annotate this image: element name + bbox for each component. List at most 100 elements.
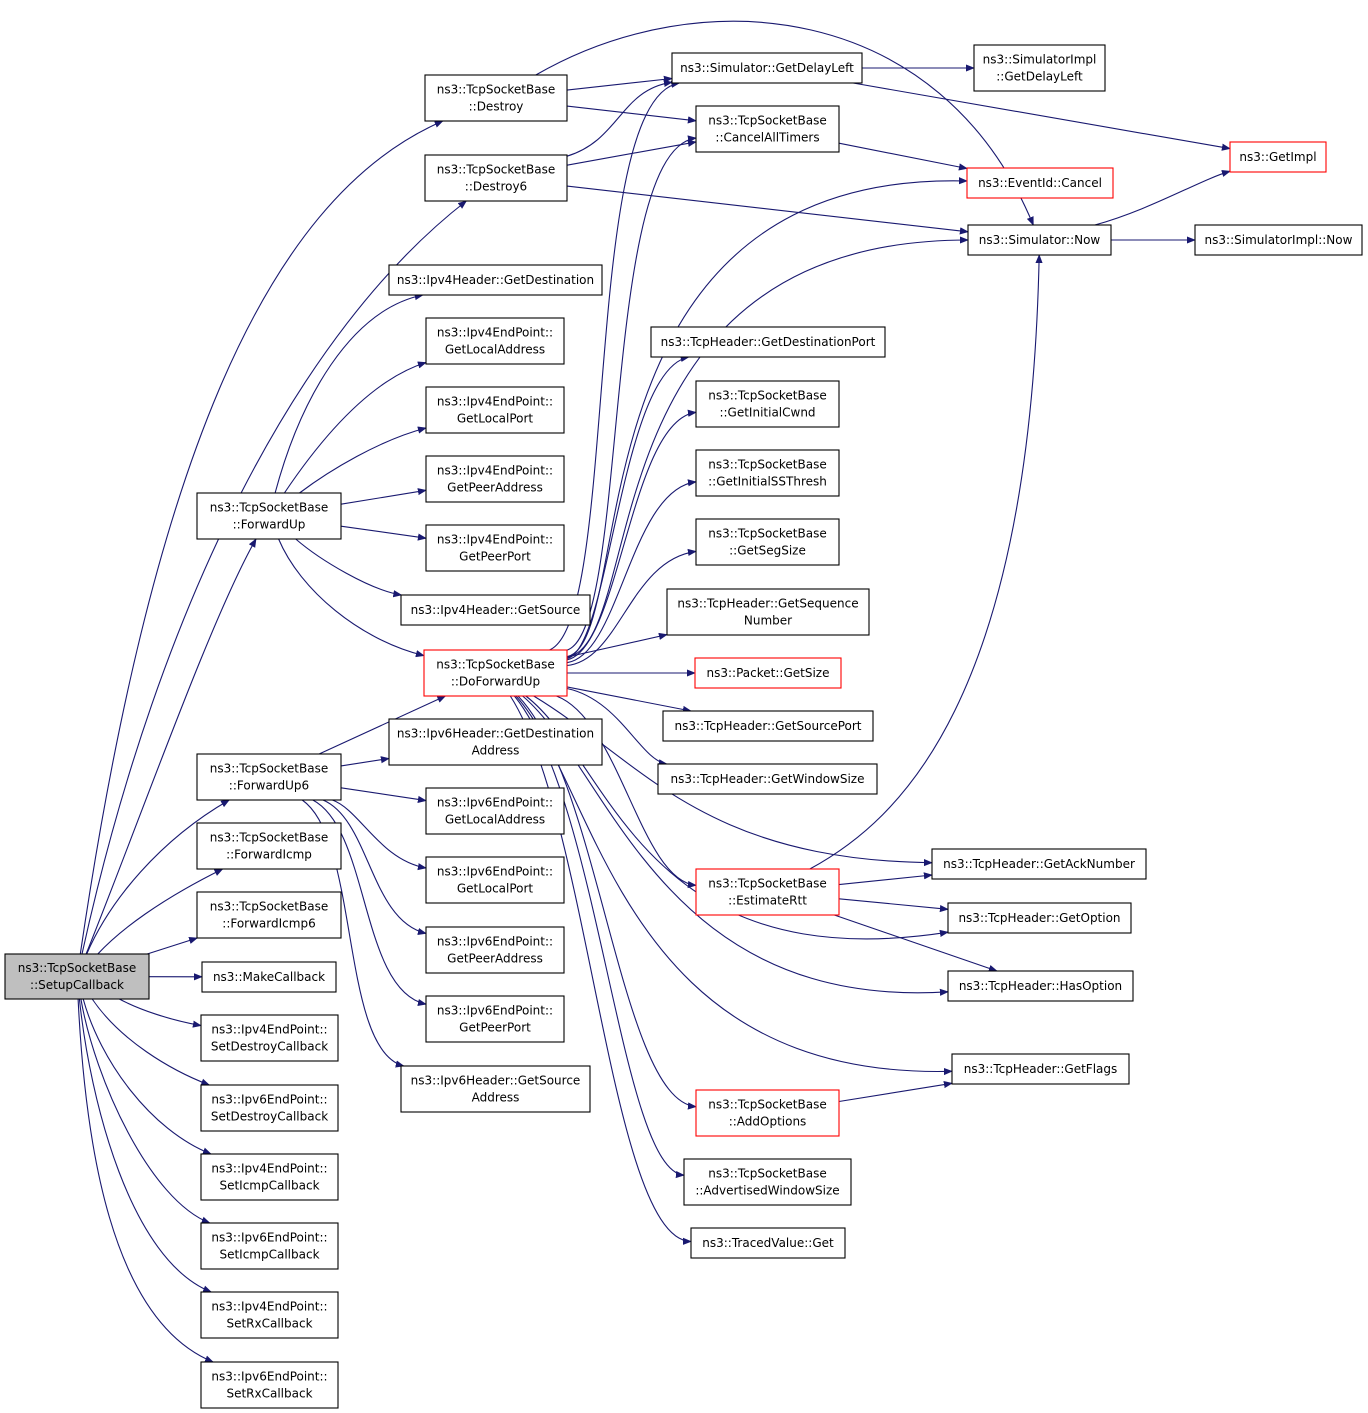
- node-box: [695, 105, 840, 153]
- node-ipv4ep-getpeeraddr[interactable]: ns3::Ipv4EndPoint::GetPeerAddress: [425, 455, 565, 503]
- node-ipv4ep-setrx[interactable]: ns3::Ipv4EndPoint::SetRxCallback: [200, 1291, 339, 1339]
- node-simimpl-getdelayleft[interactable]: ns3::SimulatorImpl::GetDelayLeft: [973, 44, 1106, 92]
- node-label: ns3::TcpSocketBase: [708, 1167, 826, 1181]
- node-box: [690, 1227, 846, 1259]
- node-ipv4ep-getlocaladdr[interactable]: ns3::Ipv4EndPoint::GetLocalAddress: [425, 317, 565, 365]
- node-tcphdr-getflags[interactable]: ns3::TcpHeader::GetFlags: [951, 1053, 1130, 1085]
- node-tcphdr-getoption[interactable]: ns3::TcpHeader::GetOption: [947, 902, 1132, 934]
- node-forwardup6[interactable]: ns3::TcpSocketBase::ForwardUp6: [196, 753, 342, 801]
- node-ipv4ep-getpeerport[interactable]: ns3::Ipv4EndPoint::GetPeerPort: [425, 524, 565, 572]
- node-getinitialcwnd[interactable]: ns3::TcpSocketBase::GetInitialCwnd: [695, 380, 840, 428]
- node-label: ns3::TracedValue::Get: [702, 1236, 834, 1250]
- edge-destroy-to-sim-getdelayleft: [566, 75, 673, 91]
- node-label: GetPeerAddress: [447, 952, 543, 966]
- node-tracedvalue-get[interactable]: ns3::TracedValue::Get: [690, 1227, 846, 1259]
- node-label: ns3::Ipv6EndPoint::: [437, 865, 553, 879]
- node-doforwardup[interactable]: ns3::TcpSocketBase::DoForwardUp: [423, 649, 568, 697]
- node-label: ns3::TcpSocketBase: [708, 877, 826, 891]
- node-ipv4ep-setdestroy[interactable]: ns3::Ipv4EndPoint::SetDestroyCallback: [200, 1014, 339, 1062]
- node-ipv6ep-getpeerport[interactable]: ns3::Ipv6EndPoint::GetPeerPort: [425, 995, 565, 1043]
- node-destroy[interactable]: ns3::TcpSocketBase::Destroy: [424, 74, 568, 122]
- node-ipv6ep-getlocalport[interactable]: ns3::Ipv6EndPoint::GetLocalPort: [425, 856, 565, 904]
- node-sim-now[interactable]: ns3::Simulator::Now: [967, 224, 1112, 256]
- node-ipv6ep-setrx[interactable]: ns3::Ipv6EndPoint::SetRxCallback: [200, 1361, 339, 1409]
- node-tcphdr-getdestport[interactable]: ns3::TcpHeader::GetDestinationPort: [650, 326, 886, 358]
- node-getsegsize[interactable]: ns3::TcpSocketBase::GetSegSize: [695, 518, 840, 566]
- edge-destroy6-to-sim-now: [566, 185, 969, 235]
- node-ipv6ep-setdestroy[interactable]: ns3::Ipv6EndPoint::SetDestroyCallback: [200, 1084, 339, 1132]
- edge-doforwardup-to-tcphdr-getdestport: [566, 355, 690, 660]
- node-box: [196, 753, 342, 801]
- node-tcphdr-hasoption[interactable]: ns3::TcpHeader::HasOption: [947, 970, 1134, 1002]
- node-label: ns3::TcpSocketBase: [708, 1098, 826, 1112]
- node-forwardup[interactable]: ns3::TcpSocketBase::ForwardUp: [196, 492, 342, 540]
- node-box: [200, 1014, 339, 1062]
- node-setupcallback[interactable]: ns3::TcpSocketBase::SetupCallback: [4, 953, 150, 1000]
- node-label: ::AddOptions: [729, 1115, 807, 1129]
- node-label: ns3::TcpSocketBase: [210, 831, 328, 845]
- node-box: [1194, 224, 1363, 256]
- node-ipv4ep-seticmp[interactable]: ns3::Ipv4EndPoint::SetIcmpCallback: [200, 1153, 339, 1201]
- edge-estimatertt-to-tcphdr-hasoption: [834, 914, 998, 972]
- node-label: ns3::TcpSocketBase: [210, 762, 328, 776]
- node-ipv4hdr-getdest[interactable]: ns3::Ipv4Header::GetDestination: [388, 264, 603, 296]
- node-label: ns3::Ipv4Header::GetDestination: [397, 273, 594, 287]
- node-packet-getsize[interactable]: ns3::Packet::GetSize: [694, 657, 842, 689]
- node-label: ns3::TcpSocketBase: [708, 114, 826, 128]
- node-label: ns3::TcpSocketBase: [708, 527, 826, 541]
- edge-doforwardup-to-estimatertt: [556, 695, 697, 889]
- node-label: GetPeerAddress: [447, 481, 543, 495]
- node-label: ns3::Simulator::Now: [979, 233, 1101, 247]
- node-box: [966, 167, 1114, 199]
- node-box: [425, 926, 565, 974]
- node-label: ns3::Ipv6EndPoint::: [437, 935, 553, 949]
- node-label: GetLocalAddress: [445, 813, 545, 827]
- node-label: ns3::Ipv4EndPoint::: [437, 464, 553, 478]
- node-box: [200, 1084, 339, 1132]
- node-addoptions[interactable]: ns3::TcpSocketBase::AddOptions: [695, 1089, 840, 1137]
- node-cancelalltimers[interactable]: ns3::TcpSocketBase::CancelAllTimers: [695, 105, 840, 153]
- node-ipv6ep-seticmp[interactable]: ns3::Ipv6EndPoint::SetIcmpCallback: [200, 1222, 339, 1270]
- node-advwinsize[interactable]: ns3::TcpSocketBase::AdvertisedWindowSize: [683, 1158, 852, 1206]
- edge-setupcallback-to-ipv6ep-setrx: [77, 998, 214, 1363]
- edge-cancelalltimers-to-eventid-cancel: [838, 142, 968, 171]
- node-tcphdr-getwinsize[interactable]: ns3::TcpHeader::GetWindowSize: [657, 763, 878, 795]
- node-ipv6ep-getlocaladdr[interactable]: ns3::Ipv6EndPoint::GetLocalAddress: [425, 787, 565, 835]
- node-forwardicmp[interactable]: ns3::TcpSocketBase::ForwardIcmp: [196, 822, 342, 870]
- node-estimatertt[interactable]: ns3::TcpSocketBase::EstimateRtt: [695, 868, 840, 916]
- node-sim-getdelayleft[interactable]: ns3::Simulator::GetDelayLeft: [671, 52, 863, 84]
- node-label: ns3::Ipv4EndPoint::: [437, 326, 553, 340]
- node-label: ns3::TcpSocketBase: [436, 658, 554, 672]
- node-label: ns3::TcpSocketBase: [18, 961, 136, 975]
- node-box: [694, 657, 842, 689]
- node-makecallback[interactable]: ns3::MakeCallback: [201, 961, 337, 993]
- node-box: [650, 326, 886, 358]
- node-label: GetLocalPort: [457, 412, 534, 426]
- node-label: Address: [472, 744, 520, 758]
- node-ipv6ep-getpeeraddr[interactable]: ns3::Ipv6EndPoint::GetPeerAddress: [425, 926, 565, 974]
- node-destroy6[interactable]: ns3::TcpSocketBase::Destroy6: [424, 154, 568, 202]
- node-tcphdr-getsrcport[interactable]: ns3::TcpHeader::GetSourcePort: [662, 710, 874, 742]
- node-layer: ns3::TcpSocketBase::SetupCallbackns3::Tc…: [4, 44, 1363, 1409]
- node-label: SetRxCallback: [226, 1317, 312, 1331]
- edge-destroy-to-cancelalltimers: [566, 105, 697, 124]
- node-tcphdr-getacknum[interactable]: ns3::TcpHeader::GetAckNumber: [931, 848, 1147, 880]
- node-box: [666, 588, 870, 636]
- node-eventid-cancel[interactable]: ns3::EventId::Cancel: [966, 167, 1114, 199]
- edge-estimatertt-to-tcphdr-getacknum: [838, 872, 933, 886]
- node-forwardicmp6[interactable]: ns3::TcpSocketBase::ForwardIcmp6: [196, 891, 342, 939]
- node-label: ns3::TcpSocketBase: [708, 458, 826, 472]
- node-label: ns3::Ipv4EndPoint::: [437, 533, 553, 547]
- node-getimpl[interactable]: ns3::GetImpl: [1229, 141, 1327, 173]
- edge-doforwardup-to-eventid-cancel: [566, 177, 968, 658]
- node-getinitialssthresh[interactable]: ns3::TcpSocketBase::GetInitialSSThresh: [695, 449, 840, 497]
- edge-setupcallback-to-ipv4ep-setdestroy: [119, 998, 202, 1028]
- node-simimpl-now[interactable]: ns3::SimulatorImpl::Now: [1194, 224, 1363, 256]
- node-ipv4hdr-getsource[interactable]: ns3::Ipv4Header::GetSource: [400, 594, 591, 626]
- node-label: ns3::Ipv6EndPoint::: [211, 1093, 327, 1107]
- node-label: Number: [744, 614, 792, 628]
- node-ipv4ep-getlocalport[interactable]: ns3::Ipv4EndPoint::GetLocalPort: [425, 386, 565, 434]
